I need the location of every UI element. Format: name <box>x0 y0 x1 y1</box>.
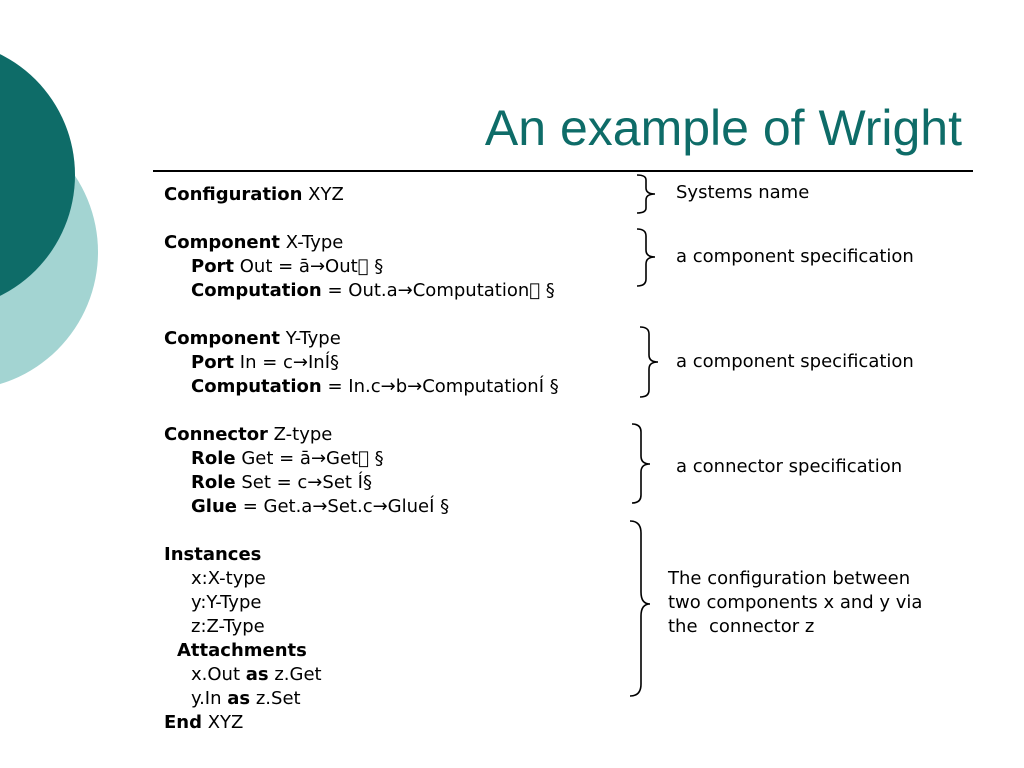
end-line: End XYZ <box>164 712 244 733</box>
brace-connector <box>631 423 651 504</box>
slide-title: An example of Wright <box>484 100 962 156</box>
component-x-line: Component X-Type <box>164 232 344 253</box>
title-divider <box>153 170 973 172</box>
component-y-line: Component Y-Type <box>164 328 341 349</box>
brace-configuration <box>629 520 651 697</box>
annotation-connector-spec: a connector specification <box>676 456 903 477</box>
instance-z: z:Z-Type <box>191 616 265 637</box>
instance-x: x:X-type <box>191 568 266 589</box>
component-y-port-line: Port In = c→InÍ§ <box>191 352 340 373</box>
annotation-config-line-1: The configuration between <box>668 568 911 589</box>
component-y-computation-line: Computation = In.c→b→ComputationÍ § <box>191 376 559 397</box>
connector-role-get-line: Role Get = ā→Get § <box>191 448 384 469</box>
annotation-config-line-2: two components x and y via <box>668 592 923 613</box>
brace-component-x <box>636 228 656 287</box>
dark-teal-circle <box>0 54 75 296</box>
decorative-circles <box>0 54 98 385</box>
annotation-component-spec-2: a component specification <box>676 351 914 372</box>
connector-role-set-line: Role Set = c→Set Í§ <box>191 472 372 493</box>
component-x-computation-line: Computation = Out.a→Computation § <box>191 280 555 301</box>
brace-component-y <box>639 326 659 398</box>
attachment-1: x.Out as z.Get <box>191 664 322 685</box>
attachments-line: Attachments <box>177 640 307 661</box>
configuration-line: Configuration XYZ <box>164 184 344 205</box>
annotation-component-spec-1: a component specification <box>676 246 914 267</box>
connector-line: Connector Z-type <box>164 424 333 445</box>
annotation-config-line-3: the connector z <box>668 616 815 637</box>
instances-line: Instances <box>164 544 262 565</box>
attachment-2: y.In as z.Set <box>191 688 301 709</box>
component-x-port-line: Port Out = ā→Out § <box>191 256 383 277</box>
brace-systems-name <box>636 174 656 214</box>
instance-y: y:Y-Type <box>191 592 262 613</box>
connector-glue-line: Glue = Get.a→Set.c→GlueÍ § <box>191 496 450 517</box>
annotation-systems-name: Systems name <box>676 182 810 203</box>
